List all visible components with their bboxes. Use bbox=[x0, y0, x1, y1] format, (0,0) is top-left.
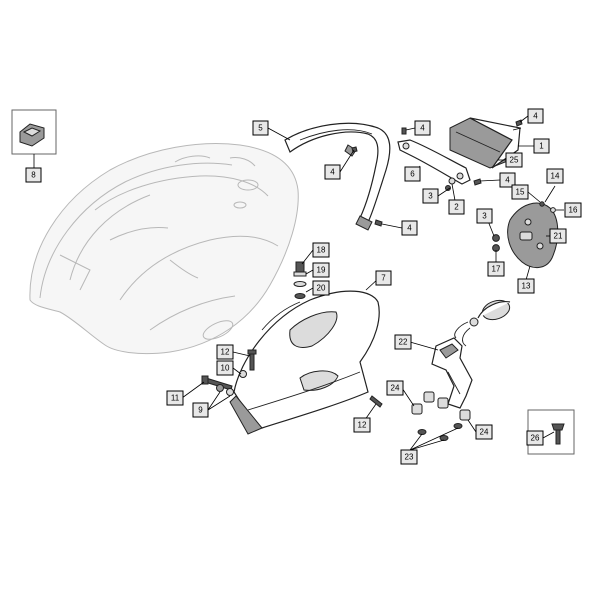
hardware-top bbox=[351, 119, 523, 227]
callout-2: 2 bbox=[448, 199, 465, 215]
callout-8: 8 bbox=[25, 167, 42, 183]
callout-text: 18 bbox=[317, 246, 326, 255]
callout-text: 22 bbox=[399, 338, 408, 347]
callout-3a: 3 bbox=[422, 188, 439, 204]
callout-text: 4 bbox=[533, 112, 538, 121]
callout-26: 26 bbox=[526, 430, 544, 446]
callout-20: 20 bbox=[312, 280, 330, 296]
callout-text: 9 bbox=[198, 406, 203, 415]
callout-17: 17 bbox=[487, 261, 505, 277]
callout-text: 17 bbox=[492, 265, 501, 274]
callout-text: 16 bbox=[569, 206, 578, 215]
callout-text: 12 bbox=[358, 421, 367, 430]
callout-text: 14 bbox=[551, 172, 560, 181]
callout-text: 4 bbox=[407, 224, 412, 233]
callout-3b: 3 bbox=[476, 208, 493, 224]
callout-1: 1 bbox=[533, 138, 550, 154]
callout-text: 4 bbox=[505, 176, 510, 185]
callout-21: 21 bbox=[549, 228, 567, 244]
lamp-assembly-part bbox=[454, 299, 511, 347]
callout-text: 20 bbox=[317, 284, 326, 293]
callout-4e: 4 bbox=[401, 220, 418, 236]
callout-4d: 4 bbox=[499, 172, 516, 188]
callout-text: 3 bbox=[482, 212, 487, 221]
callout-text: 4 bbox=[330, 168, 335, 177]
callout-18: 18 bbox=[312, 242, 330, 258]
callout-text: 4 bbox=[420, 124, 425, 133]
callout-text: 2 bbox=[454, 203, 459, 212]
callout-text: 25 bbox=[510, 156, 519, 165]
light-bracket-part bbox=[431, 337, 473, 409]
license-bracket-part bbox=[397, 139, 471, 185]
nut-parts bbox=[492, 234, 500, 252]
callout-4a: 4 bbox=[414, 120, 431, 136]
callout-22: 22 bbox=[394, 334, 412, 350]
callout-text: 3 bbox=[428, 192, 433, 201]
clip-part-inset bbox=[11, 109, 57, 155]
rear-body-shell-outline bbox=[29, 143, 299, 355]
callout-text: 12 bbox=[221, 348, 230, 357]
callout-text: 21 bbox=[554, 232, 563, 241]
callout-text: 24 bbox=[391, 384, 400, 393]
callout-15: 15 bbox=[511, 184, 529, 200]
callout-text: 26 bbox=[531, 434, 540, 443]
callout-11: 11 bbox=[166, 390, 184, 406]
callout-text: 13 bbox=[522, 282, 531, 291]
callout-7: 7 bbox=[375, 270, 392, 286]
callout-text: 11 bbox=[171, 394, 180, 403]
grab-rail-part bbox=[284, 122, 391, 231]
callout-25: 25 bbox=[505, 152, 523, 168]
callout-13: 13 bbox=[517, 278, 535, 294]
callout-9: 9 bbox=[192, 402, 209, 418]
mounting-plate-part bbox=[507, 201, 559, 268]
callout-23: 23 bbox=[400, 449, 418, 465]
callout-text: 7 bbox=[381, 274, 386, 283]
callout-4c: 4 bbox=[324, 164, 341, 180]
rear-mudguard-part bbox=[229, 290, 380, 435]
callout-19: 19 bbox=[312, 262, 330, 278]
callout-16: 16 bbox=[564, 202, 582, 218]
fastener-stack-18-20 bbox=[293, 261, 307, 299]
callout-24a: 24 bbox=[386, 380, 404, 396]
callout-text: 1 bbox=[539, 142, 544, 151]
callout-text: 8 bbox=[31, 171, 36, 180]
callout-12b: 12 bbox=[353, 417, 371, 433]
callout-4b: 4 bbox=[527, 108, 544, 124]
bolt-12-left bbox=[247, 349, 257, 371]
bolt-washer-group-9-11 bbox=[201, 370, 247, 396]
callout-text: 6 bbox=[410, 170, 415, 179]
callout-6: 6 bbox=[404, 166, 421, 182]
callout-text: 24 bbox=[480, 428, 489, 437]
callout-5: 5 bbox=[252, 120, 269, 136]
callout-24b: 24 bbox=[475, 424, 493, 440]
callout-10: 10 bbox=[216, 360, 234, 376]
callout-12a: 12 bbox=[216, 344, 234, 360]
callout-text: 15 bbox=[516, 188, 525, 197]
bolt-12-right bbox=[369, 395, 383, 408]
callout-14: 14 bbox=[546, 168, 564, 184]
callout-text: 5 bbox=[258, 124, 263, 133]
callout-text: 10 bbox=[221, 364, 230, 373]
bushing-parts bbox=[411, 391, 471, 441]
callout-text: 23 bbox=[405, 453, 414, 462]
callout-text: 19 bbox=[317, 266, 326, 275]
